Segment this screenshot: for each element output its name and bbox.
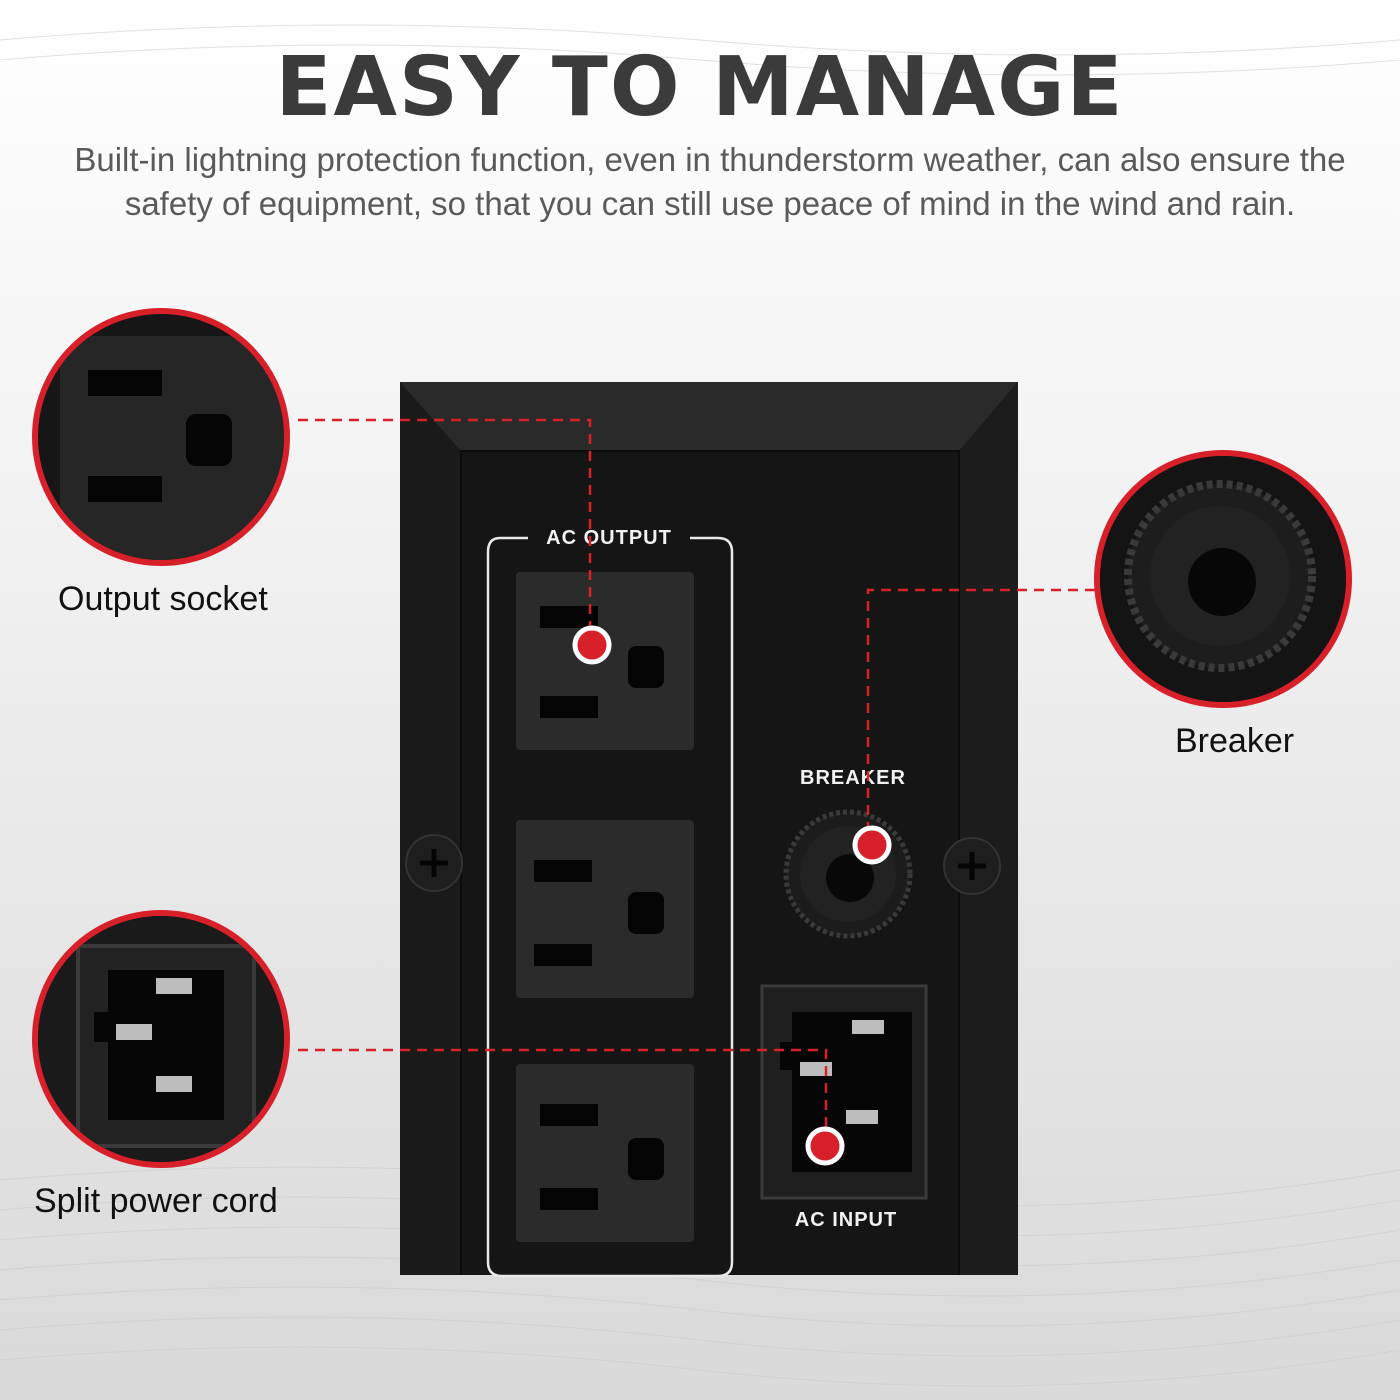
hotspot-ac-input bbox=[805, 1126, 845, 1166]
breaker-knob bbox=[783, 809, 913, 939]
output-socket-3 bbox=[516, 1064, 694, 1242]
callout-breaker: Breaker bbox=[1175, 722, 1295, 760]
breaker-label: BREAKER bbox=[800, 767, 906, 789]
screw-right bbox=[943, 837, 1001, 895]
description-text: Built-in lightning protection function, … bbox=[74, 141, 1346, 222]
page-title: EASY TO MANAGE bbox=[275, 40, 1125, 135]
zoom-split-power-cord bbox=[32, 910, 290, 1168]
callout-lines bbox=[298, 418, 1095, 1140]
bevel-frame bbox=[400, 382, 1018, 450]
hotspot-breaker bbox=[852, 825, 892, 865]
callout-split-power-cord: Split power cord bbox=[34, 1182, 278, 1220]
callout-output-socket: Output socket bbox=[58, 580, 268, 618]
zoom-breaker bbox=[1094, 450, 1352, 708]
ac-output-frame bbox=[486, 536, 734, 1278]
hotspot-output-socket bbox=[572, 625, 612, 665]
ac-input-label: AC INPUT bbox=[795, 1209, 897, 1231]
zoom-output-socket bbox=[32, 308, 290, 566]
ac-output-label: AC OUTPUT bbox=[546, 527, 672, 549]
screw-left bbox=[405, 834, 463, 892]
ac-input-socket bbox=[760, 984, 928, 1200]
output-socket-2 bbox=[516, 820, 694, 998]
output-socket-1 bbox=[516, 572, 694, 750]
